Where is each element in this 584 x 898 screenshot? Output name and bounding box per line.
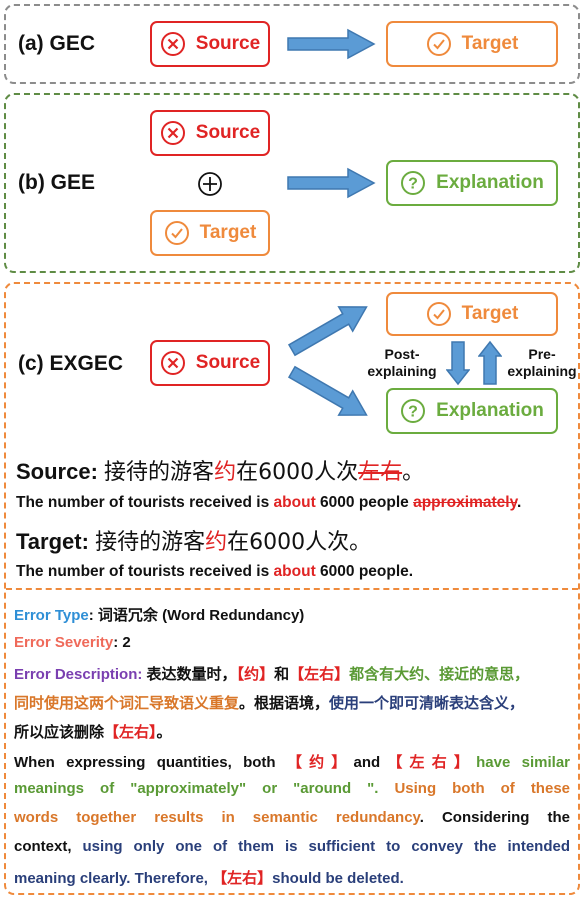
cross-icon: [160, 121, 185, 145]
question-icon: ?: [401, 171, 426, 195]
error-description-zh-line3: 所以应该删除【左右】。: [14, 724, 172, 741]
check-icon: [426, 302, 451, 326]
target-sentence-en: The number of tourists received is about…: [16, 563, 414, 580]
explanation-box-exgec: ? Explanation: [386, 388, 558, 434]
explanation-label: Explanation: [436, 400, 544, 421]
source-sentence-zh: Source: 接待的游客约在6000人次左右。: [16, 459, 425, 485]
explanation-box-gee: ? Explanation: [386, 160, 558, 206]
error-severity: Error Severity: 2: [14, 634, 131, 651]
error-description-en-line1: When expressing quantities, both 【约】and【…: [14, 754, 570, 771]
error-description-zh-line2: 同时使用这两个词汇导致语义重复。根据语境，使用一个即可清晰表达含义，: [14, 695, 525, 712]
error-type: Error Type: 词语冗余 (Word Redundancy): [14, 607, 305, 624]
error-description-en-line3: words together results in semantic redun…: [14, 809, 570, 826]
source-box-exgec: Source: [150, 340, 270, 386]
source-box-gee: Source: [150, 110, 270, 156]
target-sentence-zh: Target: 接待的游客约在6000人次。: [16, 529, 372, 555]
error-description-en-line2: meanings of "approximately" or "around "…: [14, 780, 571, 797]
source-label: Source: [195, 122, 261, 143]
target-label: Target: [461, 303, 519, 324]
check-icon: [426, 32, 451, 56]
section-divider: [6, 588, 578, 590]
target-box-exgec: Target: [386, 292, 558, 336]
explanation-label: Explanation: [436, 172, 544, 193]
cross-icon: [160, 351, 185, 375]
panel-exgec: [4, 282, 580, 895]
arrow-down-icon: [446, 341, 470, 386]
error-description-en-line5: meaning clearly. Therefore, 【左右】should b…: [14, 870, 404, 887]
pre-explaining-label: Pre- explaining: [507, 346, 577, 379]
svg-text:?: ?: [408, 176, 418, 193]
plus-circle-icon: [198, 172, 222, 196]
cross-icon: [160, 32, 185, 56]
post-explaining-label: Post- explaining: [367, 346, 437, 379]
panel-label-gec: (a) GEC: [18, 32, 96, 55]
error-description-zh-line1: Error Description: 表达数量时，【约】和【左右】都含有大约、接…: [14, 666, 530, 683]
question-icon: ?: [401, 399, 426, 423]
source-box-gec: Source: [150, 21, 270, 67]
arrow-right-icon: [287, 28, 376, 60]
check-icon: [164, 221, 189, 245]
panel-label-exgec: (c) EXGEC: [18, 352, 124, 375]
target-box-gec: Target: [386, 21, 558, 67]
source-label: Source: [195, 352, 261, 373]
error-description-en-line4: context, using only one of them is suffi…: [14, 838, 570, 855]
arrow-up-icon: [478, 340, 502, 385]
source-sentence-en: The number of tourists received is about…: [16, 494, 522, 511]
panel-gec: [4, 4, 580, 84]
source-label: Source: [195, 33, 261, 54]
panel-label-gee: (b) GEE: [18, 171, 95, 194]
arrow-right-icon: [287, 167, 376, 199]
panel-gee: [4, 93, 580, 273]
svg-text:?: ?: [408, 404, 418, 421]
arrow-fork-icon: [287, 306, 368, 416]
target-label: Target: [199, 222, 257, 243]
target-box-gee: Target: [150, 210, 270, 256]
target-label: Target: [461, 33, 519, 54]
